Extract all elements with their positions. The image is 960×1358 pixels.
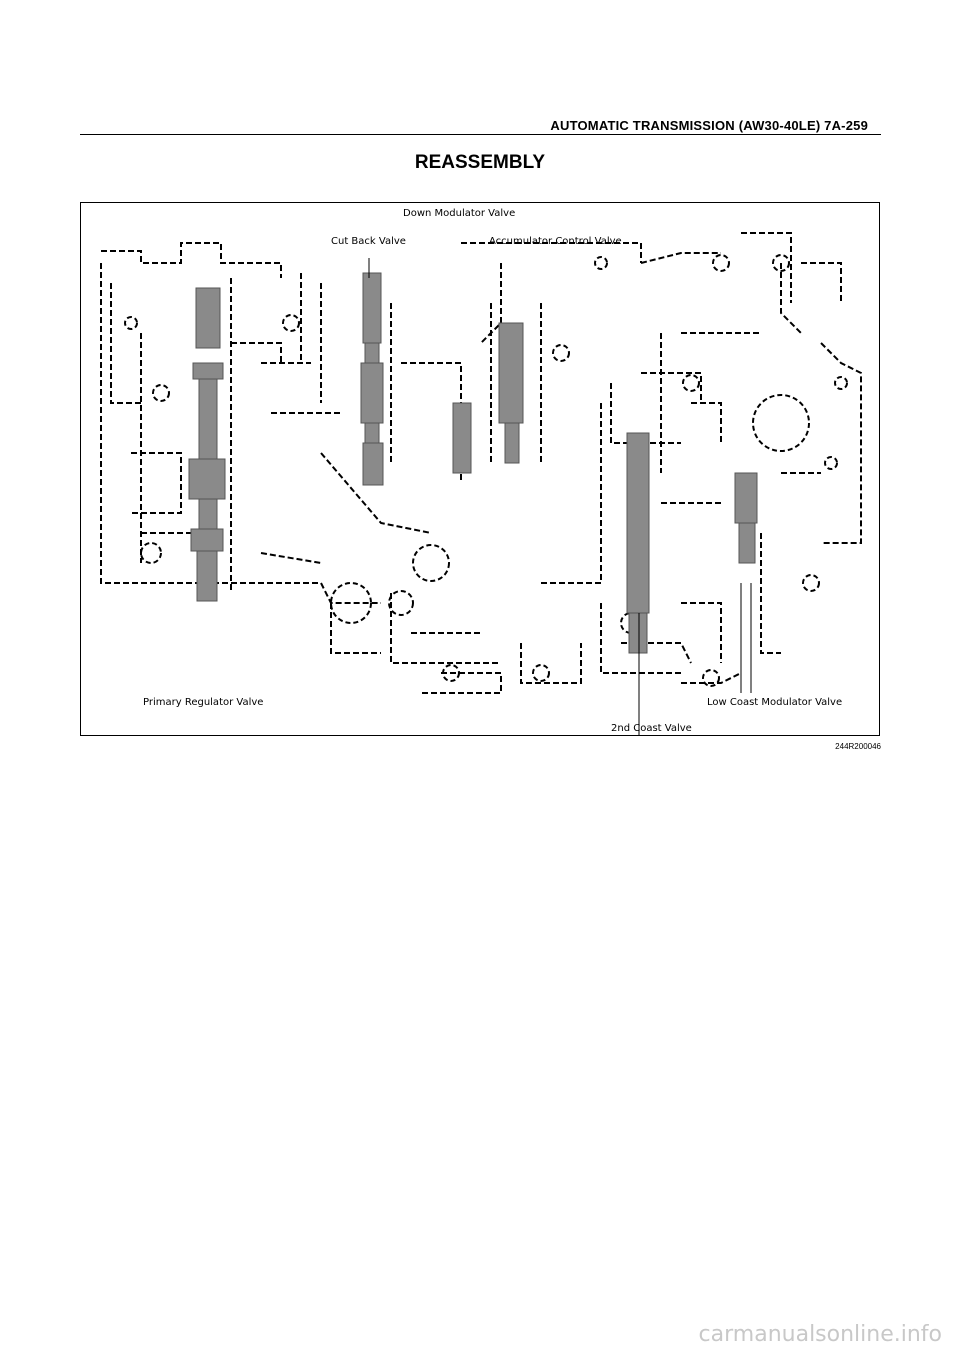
page-header-title: AUTOMATIC TRANSMISSION (AW30-40LE) 7A-25… <box>550 118 868 133</box>
callout-cut-back-valve: Cut Back Valve <box>331 236 406 247</box>
callout-primary-regulator-valve: Primary Regulator Valve <box>143 697 264 708</box>
callout-accumulator-control-valve: Accumulator Control Valve <box>489 236 622 247</box>
section-title: REASSEMBLY <box>414 152 546 173</box>
figure-code: 244R200046 <box>835 742 881 751</box>
callout-down-modulator-valve: Down Modulator Valve <box>403 208 516 219</box>
valve-body-drawing <box>100 232 862 735</box>
valve-body-figure: Down Modulator Valve Cut Back Valve Accu… <box>80 202 880 736</box>
header-rule <box>80 134 881 135</box>
watermark: carmanualsonline.info <box>698 1322 942 1347</box>
callout-low-coast-modulator-valve: Low Coast Modulator Valve <box>707 697 843 708</box>
callout-second-valve: 2nd Coast Valve <box>611 723 692 734</box>
